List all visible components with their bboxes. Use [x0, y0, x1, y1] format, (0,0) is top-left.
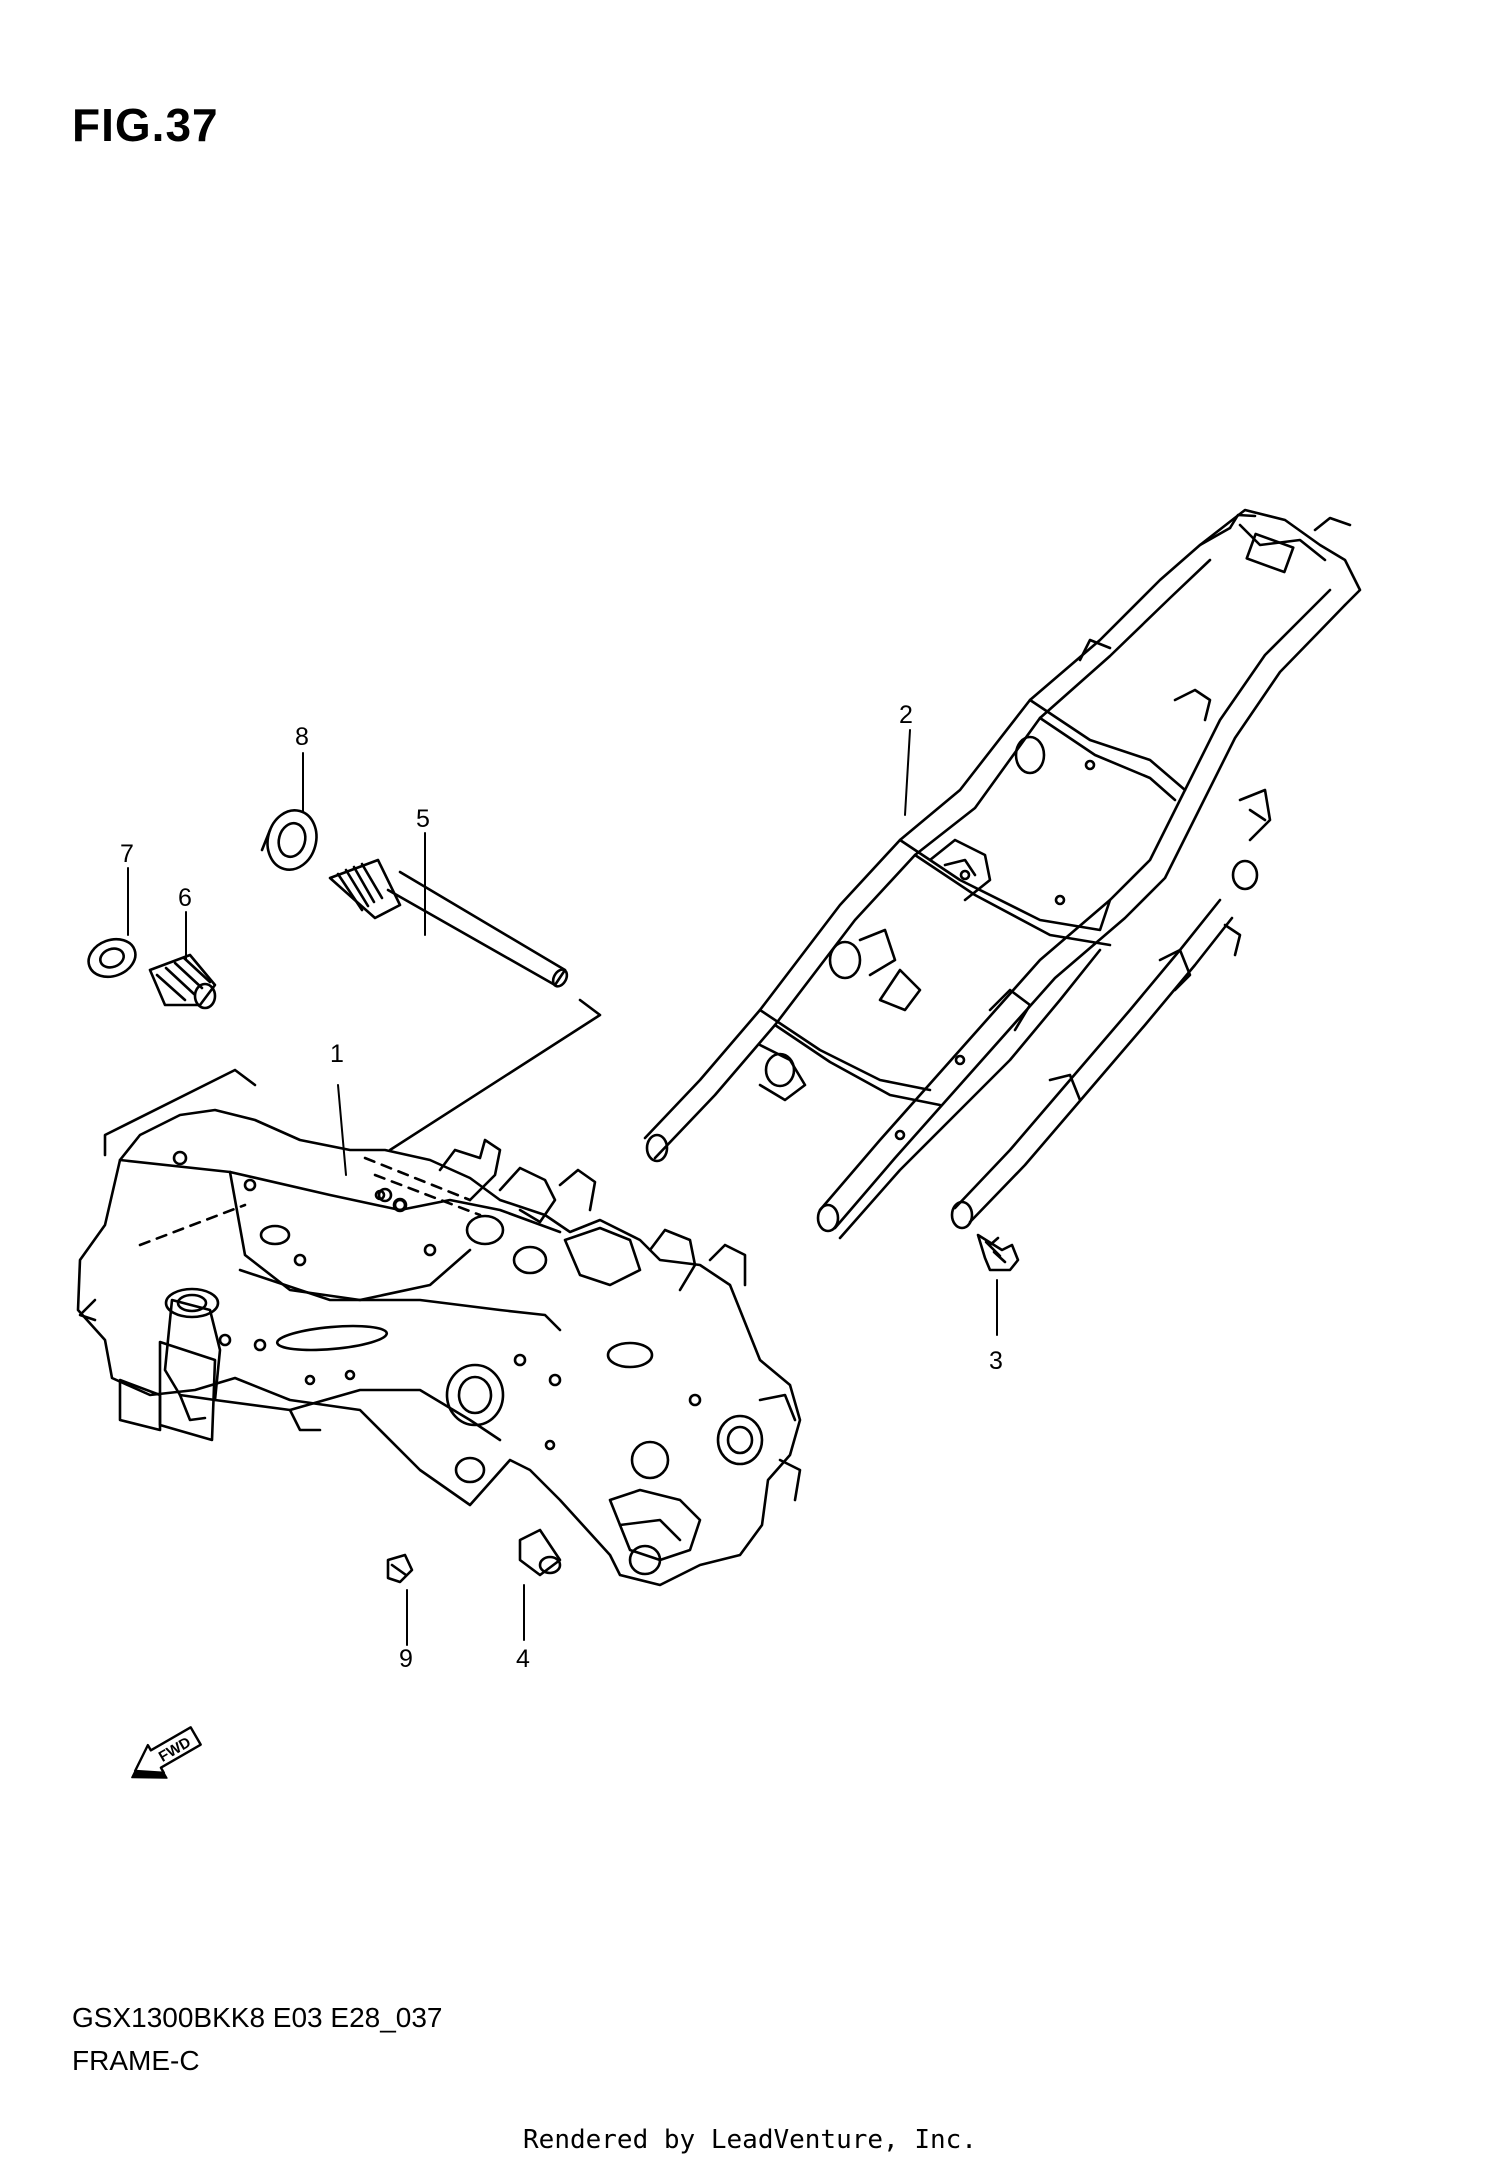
callout-1: 1 — [330, 1040, 344, 1068]
bolt-part-3-drawing — [976, 1233, 1020, 1272]
callout-7: 7 — [120, 840, 134, 868]
callout-8: 8 — [295, 723, 309, 751]
callout-5: 5 — [416, 805, 430, 833]
spacer-part-4-drawing — [518, 1528, 562, 1577]
adjuster-bolt-part-5-drawing — [328, 858, 569, 988]
callout-6: 6 — [178, 884, 192, 912]
callout-leaders — [127, 729, 998, 1646]
section-name: FRAME-C — [72, 2045, 200, 2076]
render-credit: Rendered by LeadVenture, Inc. — [523, 2125, 977, 2155]
lock-nut-part-8-drawing — [260, 809, 318, 871]
callout-9: 9 — [399, 1645, 413, 1673]
lock-nut-part-7-drawing — [87, 937, 137, 979]
callout-labels: 1 2 3 4 5 6 7 8 9 — [120, 701, 1003, 1673]
callout-2: 2 — [899, 701, 913, 729]
seat-rail-drawing — [643, 508, 1362, 1240]
main-frame-drawing — [76, 998, 802, 1587]
callout-3: 3 — [989, 1347, 1003, 1375]
forward-arrow-icon: FWD — [131, 1726, 202, 1779]
model-code: GSX1300BKK8 E03 E28_037 — [72, 2002, 443, 2033]
adjuster-part-6-drawing — [148, 953, 217, 1010]
callout-4: 4 — [516, 1645, 530, 1673]
figure-title: FIG.37 — [72, 99, 219, 151]
bolt-part-9-drawing — [386, 1553, 414, 1584]
